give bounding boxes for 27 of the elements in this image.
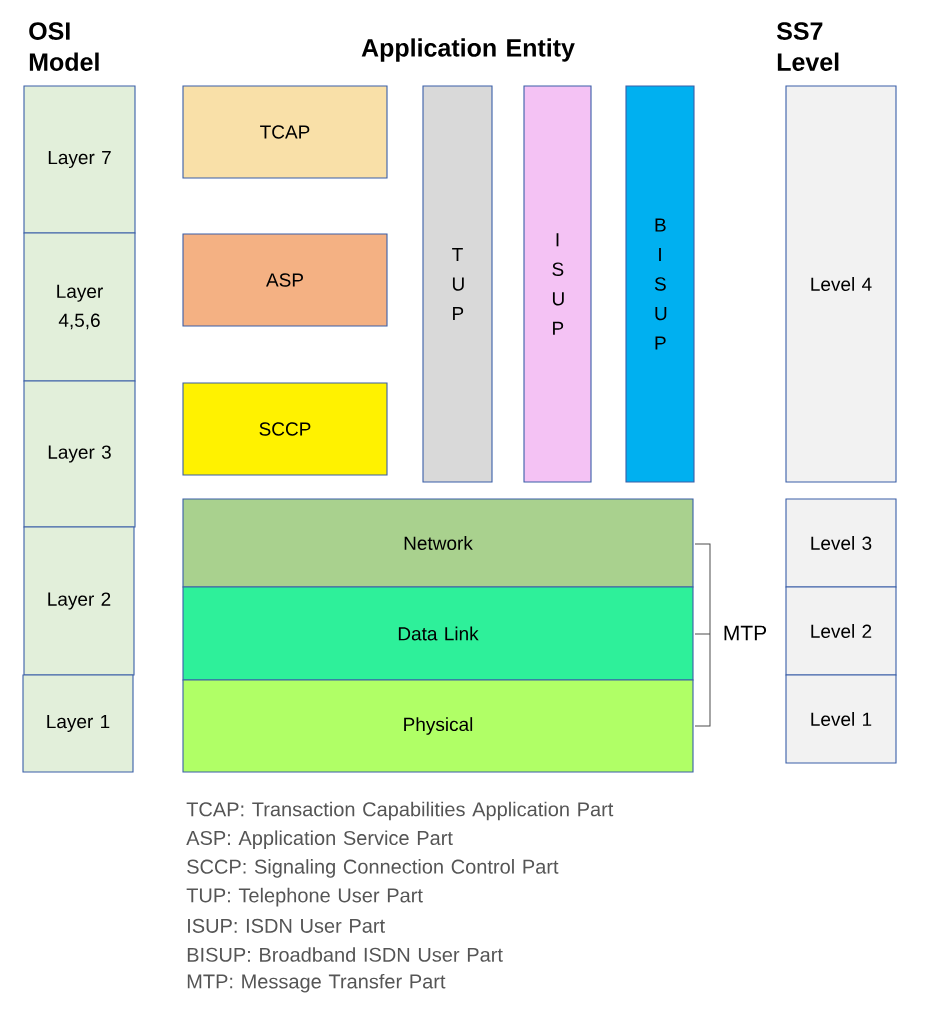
protocol-column: I S U P: [523, 85, 592, 483]
mtp-layer-box: Data Link: [182, 586, 694, 681]
mtp-layer-box: Physical: [182, 679, 694, 773]
protocol-column: T U P: [422, 85, 493, 483]
abbreviation-note: TUP: Telephone User Part: [186, 887, 423, 907]
osi-layer-box: Layer 1: [22, 674, 134, 773]
protocol-box: TCAP: [182, 85, 388, 179]
abbreviation-note: ISUP: ISDN User Part: [188, 918, 385, 933]
bracket-label: MTP: [724, 625, 767, 641]
abbreviation-note: TCAP: Transaction Capabilities Application Part: [186, 801, 614, 821]
ss7-level-box: Level 1: [785, 674, 897, 764]
mtp-layer-box: Network: [182, 498, 694, 588]
ss7-level-box: Level 2: [785, 586, 897, 676]
abbreviation-note: SCCP: Signaling Connection Control Part: [187, 859, 559, 878]
osi-layer-box: Layer 4,5,6: [23, 232, 136, 382]
osi-layer-box: Layer 3: [23, 380, 136, 528]
protocol-box: SCCP: [182, 382, 388, 476]
ss7-level-box: Level 4: [785, 85, 897, 483]
osi-layer-box: Layer 2: [23, 526, 135, 676]
abbreviation-note: MTP: Message Transfer Part: [187, 973, 446, 993]
abbreviation-note: ASP: Application Service Part: [186, 830, 453, 850]
column-heading: Application Entity: [361, 38, 575, 62]
osi-layer-box: Layer 7: [23, 85, 136, 234]
protocol-box: ASP: [182, 233, 388, 327]
ss7-level-box: Level 3: [785, 498, 897, 588]
protocol-column: B I S U P: [625, 85, 695, 483]
abbreviation-note: BISUP: Broadband ISDN User Part: [187, 947, 503, 962]
